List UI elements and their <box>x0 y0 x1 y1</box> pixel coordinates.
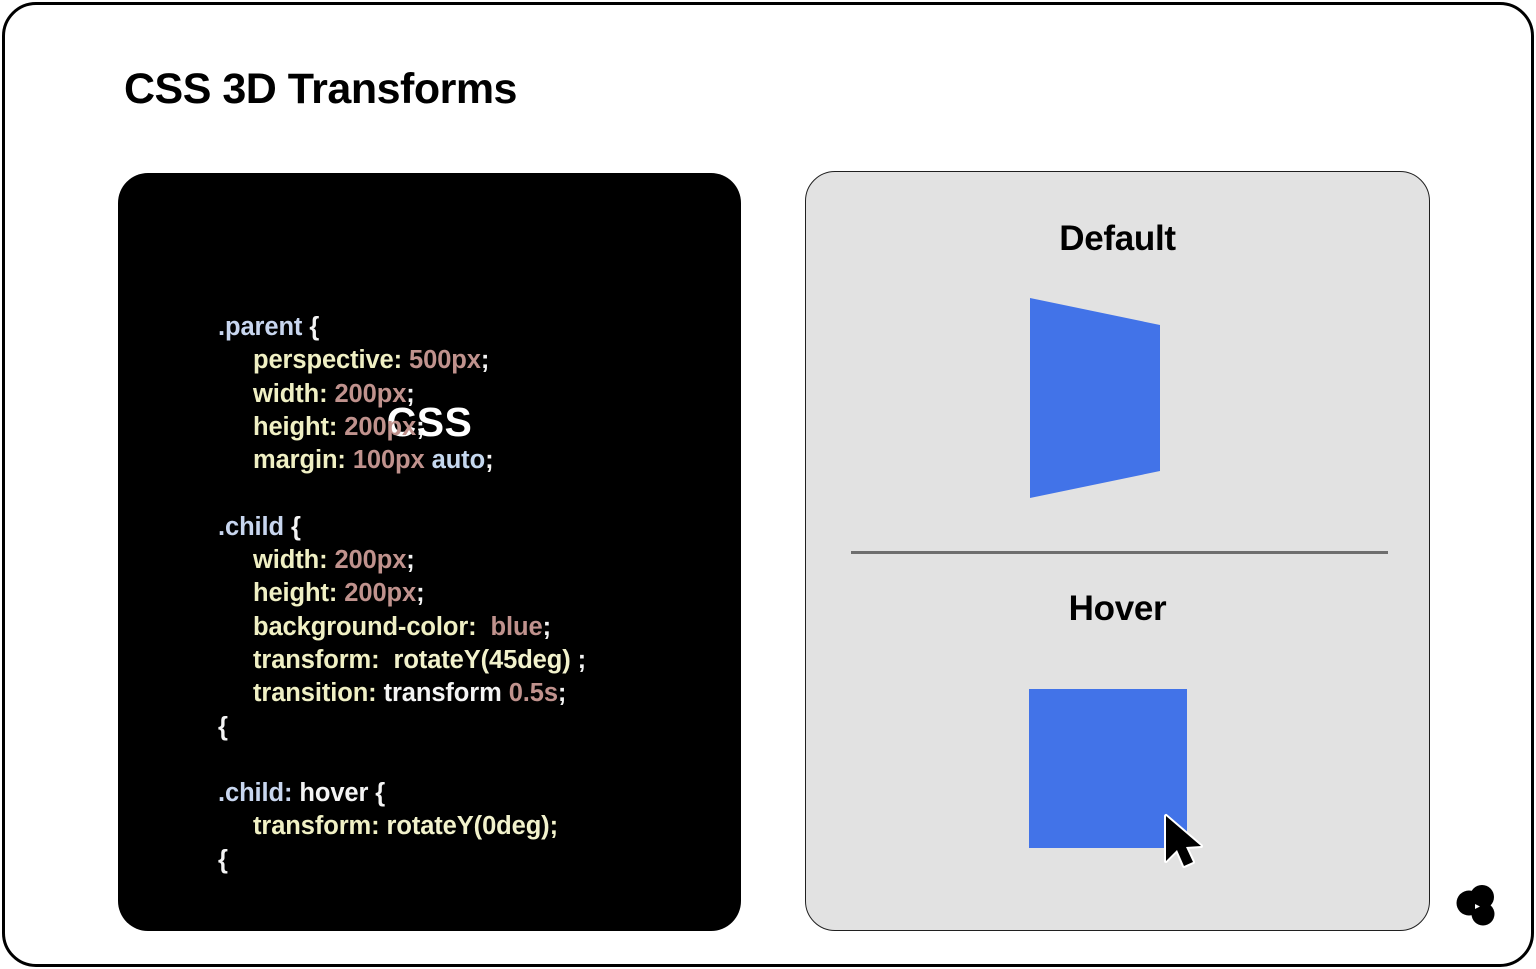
code-line: { <box>218 711 586 744</box>
code-token-plain: ; <box>557 679 567 708</box>
code-panel-heading: CSS <box>386 399 473 445</box>
code-token-function: rotateY(0deg); <box>386 812 559 841</box>
default-state-shape <box>1030 298 1160 498</box>
code-token-value: blue <box>490 612 543 641</box>
code-token-plain <box>402 346 409 374</box>
code-token-plain: transform <box>383 679 502 708</box>
code-line: transition: transform 0.5s; <box>218 677 586 710</box>
hover-state-label: Hover <box>1068 589 1167 628</box>
code-line: .child { <box>218 511 586 544</box>
code-token-value: 500px <box>409 346 481 375</box>
code-token-value: 100px <box>352 446 425 475</box>
code-line: .child: hover { <box>218 777 586 810</box>
code-token-value: 200px <box>344 412 417 441</box>
code-panel: CSS .parent {perspective: 500px;width: 2… <box>118 173 741 931</box>
code-line: .parent { <box>218 311 586 344</box>
code-token-function: rotateY(45deg) <box>393 645 571 674</box>
code-token-selector: .child <box>218 512 284 541</box>
code-token-plain: ; <box>570 645 587 674</box>
code-token-plain: { <box>284 512 301 541</box>
code-token-property: perspective: <box>253 346 403 375</box>
code-token-plain <box>380 646 394 674</box>
code-line: width: 200px; <box>218 378 586 411</box>
code-line: transform: rotateY(45deg) ; <box>218 644 586 677</box>
css-code-block: .parent {perspective: 500px;width: 200px… <box>218 311 586 877</box>
code-token-property: width: <box>253 546 328 575</box>
code-token-plain: { <box>302 313 320 341</box>
code-line <box>218 477 586 510</box>
code-token-plain: ; <box>480 346 490 375</box>
code-token-property: background-color: <box>253 612 477 641</box>
code-token-plain <box>380 812 387 840</box>
code-line: { <box>218 844 586 877</box>
code-token-plain <box>477 613 491 641</box>
code-token-keyword: auto <box>431 446 486 475</box>
code-token-plain: hover { <box>292 779 386 808</box>
code-token-property: margin: <box>253 446 346 475</box>
code-token-plain: ; <box>406 379 415 408</box>
code-token-plain: ; <box>416 579 425 608</box>
code-token-property: height: <box>253 579 338 608</box>
code-token-selector: .child: <box>218 779 293 808</box>
code-token-property: width: <box>253 379 328 408</box>
code-token-plain: ; <box>485 446 494 475</box>
code-line: height: 200px; <box>218 411 586 444</box>
code-token-value: 0.5s <box>508 679 558 708</box>
hover-state-shape[interactable] <box>1029 689 1187 848</box>
page-title: CSS 3D Transforms <box>124 65 517 113</box>
code-token-plain <box>502 679 509 707</box>
code-token-plain: { <box>218 845 228 874</box>
code-token-plain <box>377 679 384 707</box>
code-token-property: height: <box>253 412 338 441</box>
code-line: height: 200px; <box>218 577 586 610</box>
code-token-plain <box>346 446 353 474</box>
code-token-property: transform: <box>253 812 380 841</box>
code-token-selector: .parent <box>218 313 303 341</box>
default-state-label: Default <box>1059 219 1176 258</box>
code-token-plain: ; <box>406 546 415 575</box>
code-line <box>218 744 586 777</box>
code-token-value: 200px <box>334 546 407 575</box>
code-token-property: transform: <box>253 645 380 674</box>
code-line: margin: 100px auto; <box>218 444 586 477</box>
three-circle-clover-logo <box>1453 883 1499 929</box>
state-divider <box>851 551 1388 554</box>
code-token-value: 200px <box>344 579 417 608</box>
preview-panel: Default Hover <box>805 171 1430 931</box>
code-line: transform: rotateY(0deg); <box>218 810 586 843</box>
code-line: width: 200px; <box>218 544 586 577</box>
code-token-plain: { <box>218 712 228 741</box>
code-token-plain: ; <box>416 412 425 441</box>
code-token-plain <box>425 446 432 474</box>
code-token-property: transition: <box>253 679 377 708</box>
code-token-plain: ; <box>542 612 552 641</box>
code-line: background-color: blue; <box>218 611 586 644</box>
code-line: perspective: 500px; <box>218 344 586 377</box>
code-token-value: 200px <box>334 379 407 408</box>
